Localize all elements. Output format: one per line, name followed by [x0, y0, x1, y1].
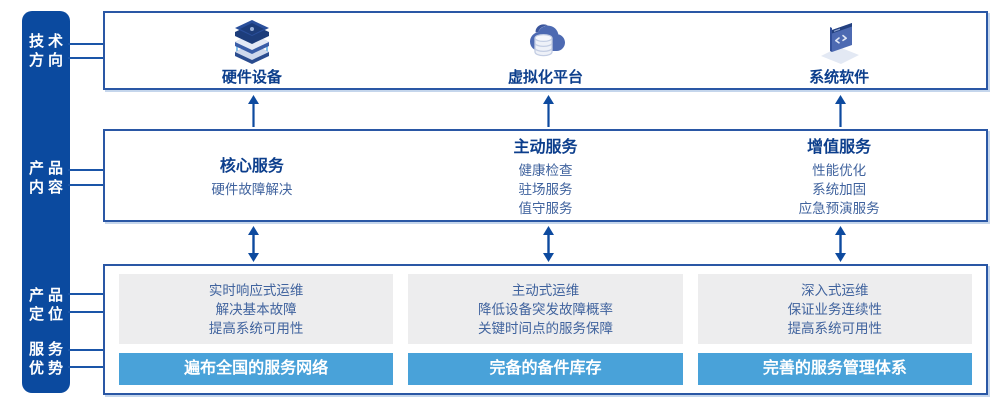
- positioning-line: 提高系统可用性: [787, 320, 883, 336]
- tech-item-label: 系统软件: [809, 68, 870, 86]
- positioning-column: 主动式运维 降低设备突发故障概率 关键时间点的服务保障 完备的备件库存: [408, 274, 683, 385]
- tech-item-virtualization: 虚拟化平台: [399, 15, 693, 87]
- sidebar-item-product-content: 产品 内容: [22, 159, 70, 197]
- positioning-card: 实时响应式运维 解决基本故障 提高系统可用性: [119, 274, 394, 344]
- tech-item-hardware: 硬件设备: [105, 15, 399, 87]
- positioning-column: 实时响应式运维 解决基本故障 提高系统可用性 遍布全国的服务网络: [119, 274, 394, 385]
- server-stack-icon: [234, 19, 269, 64]
- sidebar-item-product-positioning: 产品 定位: [22, 286, 70, 324]
- sidebar-label-line: 产品: [28, 160, 67, 177]
- positioning-line: 降低设备突发故障概率: [477, 301, 613, 317]
- service-item: 值守服务: [518, 201, 573, 216]
- positioning-card: 深入式运维 保证业务连续性 提高系统可用性: [697, 274, 972, 344]
- up-arrow-icon: [835, 95, 846, 127]
- positioning-card: 主动式运维 降低设备突发故障概率 关键时间点的服务保障: [408, 274, 683, 344]
- positioning-line: 关键时间点的服务保障: [477, 320, 613, 336]
- connector-line: [68, 43, 105, 45]
- tech-item-system-software: 系统软件: [692, 15, 986, 87]
- sidebar-item-tech-direction: 技术 方向: [22, 32, 70, 70]
- sidebar-label-line: 优势: [28, 360, 67, 377]
- positioning-advantage-box: 实时响应式运维 解决基本故障 提高系统可用性 遍布全国的服务网络 主动式运维 降…: [103, 264, 988, 395]
- connector-line: [68, 293, 105, 295]
- double-arrow-icon: [835, 226, 846, 262]
- connector-line: [68, 184, 105, 186]
- up-arrow-icon: [543, 95, 554, 127]
- connector-line: [68, 349, 105, 351]
- service-item: 驻场服务: [518, 182, 573, 197]
- advantage-bar: 遍布全国的服务网络: [119, 353, 394, 385]
- connector-line: [68, 366, 105, 368]
- sidebar-label-line: 内容: [28, 179, 67, 196]
- sidebar-label-line: 定位: [28, 306, 67, 323]
- service-group-title: 主动服务: [513, 139, 578, 156]
- service-group-value-added: 增值服务 性能优化 系统加固 应急预演服务: [692, 131, 986, 220]
- sidebar-label-line: 方向: [28, 52, 67, 69]
- sidebar-label-line: 产品: [28, 287, 67, 304]
- tech-item-label: 硬件设备: [221, 68, 282, 86]
- positioning-column: 深入式运维 保证业务连续性 提高系统可用性 完善的服务管理体系: [697, 274, 972, 385]
- product-content-box: 核心服务 硬件故障解决 主动服务 健康检查 驻场服务 值守服务 增值服务 性能优…: [103, 129, 988, 222]
- cloud-database-icon: [529, 23, 565, 56]
- sidebar: 技术 方向 产品 内容 产品 定位 服务 优势: [22, 11, 70, 393]
- service-item: 系统加固: [812, 182, 867, 197]
- connector-line: [68, 169, 105, 171]
- positioning-line: 主动式运维: [511, 282, 580, 298]
- positioning-line: 深入式运维: [801, 282, 869, 298]
- sidebar-label-line: 服务: [28, 341, 67, 358]
- positioning-line: 提高系统可用性: [208, 320, 304, 336]
- service-group-title: 核心服务: [219, 158, 284, 175]
- positioning-line: 保证业务连续性: [787, 301, 883, 317]
- service-item: 应急预演服务: [798, 201, 880, 216]
- advantage-bar: 完备的备件库存: [408, 353, 683, 385]
- service-item: 性能优化: [812, 163, 867, 178]
- positioning-line: 解决基本故障: [215, 301, 297, 317]
- service-group-core: 核心服务 硬件故障解决: [105, 131, 399, 220]
- service-group-proactive: 主动服务 健康检查 驻场服务 值守服务: [399, 131, 693, 220]
- double-arrow-icon: [248, 226, 259, 262]
- sidebar-label-line: 技术: [28, 33, 67, 50]
- connector-line: [68, 311, 105, 313]
- service-item: 硬件故障解决: [211, 182, 293, 197]
- code-window-icon: [821, 22, 860, 64]
- positioning-line: 实时响应式运维: [208, 282, 304, 298]
- up-arrow-icon: [248, 95, 259, 127]
- tech-direction-box: 硬件设备 虚拟化平台 系统软件: [103, 11, 988, 90]
- advantage-bar: 完善的服务管理体系: [697, 353, 972, 385]
- tech-item-label: 虚拟化平台: [508, 68, 584, 86]
- service-group-title: 增值服务: [807, 139, 872, 156]
- connector-line: [68, 57, 105, 59]
- service-item: 健康检查: [518, 163, 573, 178]
- sidebar-item-service-advantage: 服务 优势: [22, 340, 70, 378]
- double-arrow-icon: [543, 226, 554, 262]
